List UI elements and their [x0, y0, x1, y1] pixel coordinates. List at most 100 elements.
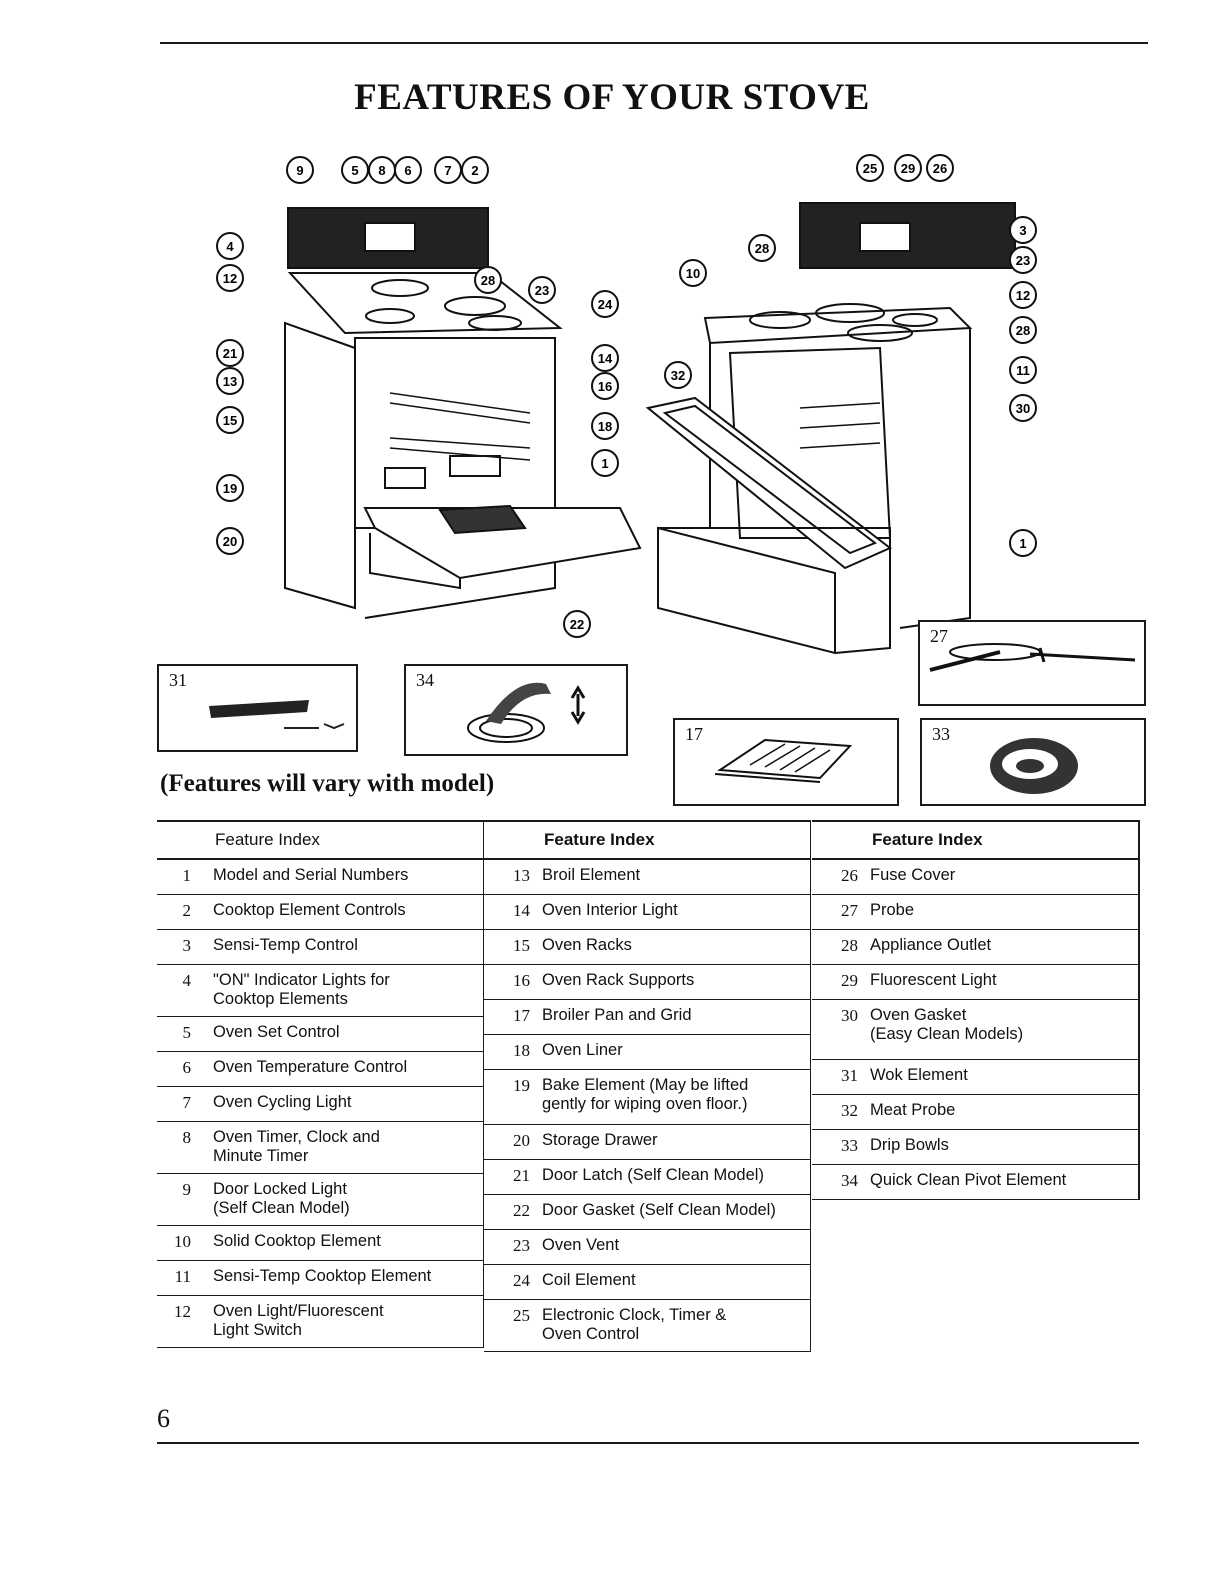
feature-number: 30: [841, 1006, 858, 1025]
callout-bubble: 24: [591, 290, 619, 318]
callout-number: 24: [598, 297, 613, 312]
feature-name: Oven Light/Fluorescent Light Switch: [213, 1302, 384, 1339]
callout-bubble: 28: [474, 266, 502, 294]
callout-number: 8: [378, 163, 385, 178]
feature-number: 17: [513, 1006, 530, 1025]
feature-row: 1 Model and Serial Numbers: [157, 860, 483, 895]
feature-name: Quick Clean Pivot Element: [870, 1171, 1067, 1189]
column-header: Feature Index: [157, 822, 483, 860]
feature-number: 5: [182, 1023, 192, 1042]
feature-row: 22 Door Gasket (Self Clean Model): [484, 1195, 810, 1230]
column-header: Feature Index: [812, 822, 1138, 860]
callout-number: 16: [598, 379, 612, 394]
inset-number: 31: [169, 670, 187, 690]
feature-number: 1: [182, 866, 192, 885]
feature-name: Oven Liner: [542, 1041, 623, 1059]
callout-bubble: 28: [748, 234, 776, 262]
callout-number: 25: [863, 161, 877, 176]
feature-row: 12 Oven Light/Fluorescent Light Switch: [157, 1296, 483, 1348]
feature-row: 28 Appliance Outlet: [812, 930, 1138, 965]
callout-bubble: 22: [563, 610, 591, 638]
callout-bubble: 23: [1009, 246, 1037, 274]
feature-name: Drip Bowls: [870, 1136, 949, 1154]
feature-name: Broil Element: [542, 866, 641, 884]
callout-bubble: 5: [341, 156, 369, 184]
callout-bubble: 30: [1009, 394, 1037, 422]
feature-name: Solid Cooktop Element: [213, 1232, 381, 1250]
callout-number: 23: [535, 283, 549, 298]
feature-name: Broiler Pan and Grid: [542, 1006, 692, 1024]
feature-number: 18: [513, 1041, 530, 1060]
feature-number: 2: [182, 901, 192, 920]
feature-number: 21: [513, 1166, 530, 1185]
feature-name: Oven Rack Supports: [542, 971, 695, 989]
feature-number: 23: [513, 1236, 530, 1255]
inset-number: 27: [930, 626, 948, 646]
callout-number: 10: [686, 266, 700, 281]
feature-row: 17 Broiler Pan and Grid: [484, 1000, 810, 1035]
feature-name: Door Gasket (Self Clean Model): [542, 1201, 776, 1219]
callout-number: 26: [933, 161, 947, 176]
callout-number: 28: [755, 241, 769, 256]
callout-bubble: 12: [1009, 281, 1037, 309]
feature-name: Appliance Outlet: [870, 936, 992, 954]
callout-bubble: 12: [216, 264, 244, 292]
feature-number: 11: [174, 1267, 191, 1286]
callout-bubble: 11: [1009, 356, 1037, 384]
feature-name: Electronic Clock, Timer & Oven Control: [542, 1306, 727, 1343]
feature-name: Oven Racks: [542, 936, 632, 954]
inset-number: 34: [416, 670, 434, 690]
callout-number: 21: [223, 346, 237, 361]
feature-number: 12: [174, 1302, 191, 1321]
feature-name: Bake Element (May be lifted gently for w…: [542, 1076, 749, 1113]
probe-icon: [929, 643, 1136, 672]
feature-row: 11 Sensi-Temp Cooktop Element: [157, 1261, 483, 1296]
callout-number: 1: [601, 456, 608, 471]
feature-name: Sensi-Temp Cooktop Element: [213, 1267, 432, 1285]
feature-name: Storage Drawer: [542, 1131, 658, 1149]
feature-name: Model and Serial Numbers: [213, 866, 409, 884]
feature-number: 32: [841, 1101, 858, 1120]
feature-number: 26: [841, 866, 858, 885]
callout-number: 1: [1019, 536, 1026, 551]
callout-number: 7: [444, 163, 451, 178]
wok-element-icon: [209, 700, 345, 730]
callout-bubble: 2: [461, 156, 489, 184]
callout-number: 9: [296, 163, 303, 178]
callout-bubble: 8: [368, 156, 396, 184]
callout-number: 22: [570, 617, 584, 632]
pivot-element-icon: [467, 682, 586, 743]
callout-bubble: 3: [1009, 216, 1037, 244]
callout-number: 4: [226, 239, 234, 254]
feature-number: 29: [841, 971, 858, 990]
callout-bubble: 26: [926, 154, 954, 182]
feature-number: 6: [182, 1058, 192, 1077]
broiler-pan-icon: [714, 738, 853, 783]
feature-number: 22: [513, 1201, 530, 1220]
feature-name: Probe: [870, 901, 915, 919]
feature-number: 24: [513, 1271, 530, 1290]
feature-number: 34: [841, 1171, 858, 1190]
feature-number: 28: [841, 936, 858, 955]
page-number: 6: [157, 1404, 170, 1433]
callout-number: 11: [1016, 363, 1030, 378]
callout-number: 23: [1016, 253, 1030, 268]
callout-bubble: 10: [679, 259, 707, 287]
feature-number: 9: [182, 1180, 192, 1199]
